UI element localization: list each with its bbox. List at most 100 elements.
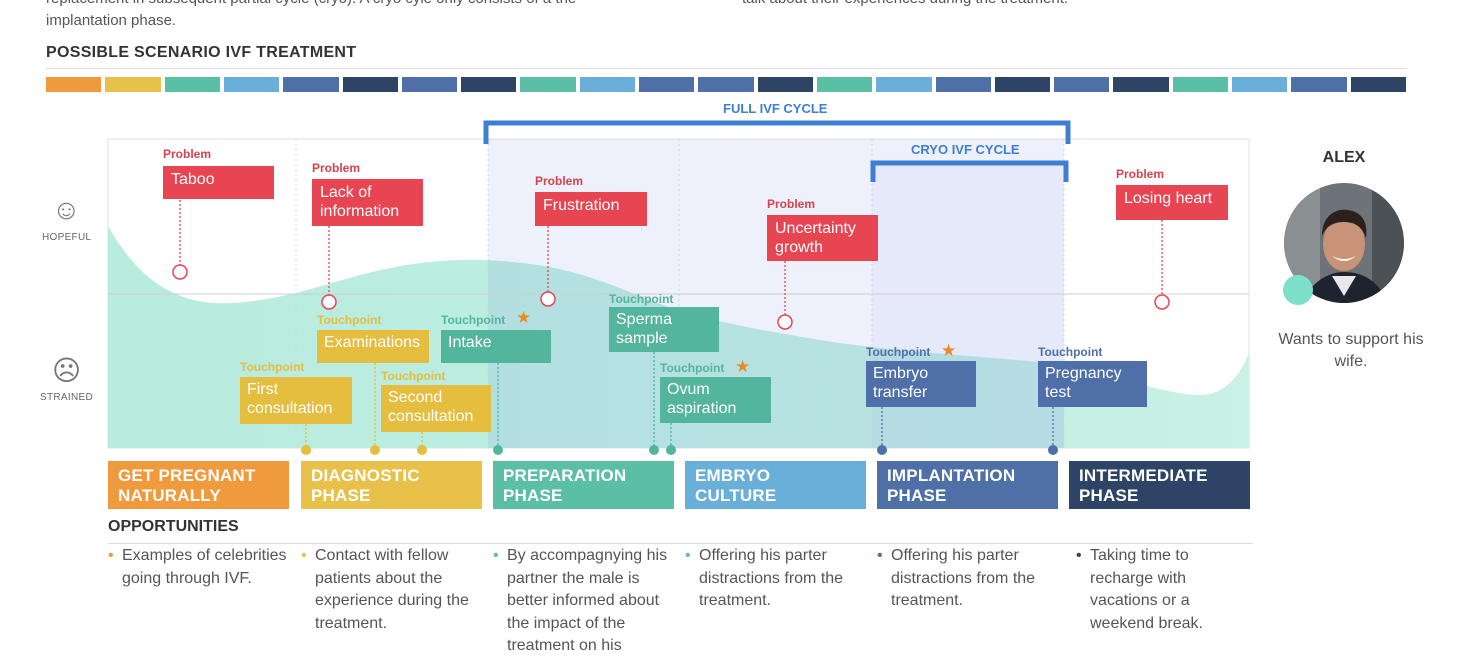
problem-lack-of-information: Lack of information — [312, 179, 423, 226]
persona-name: ALEX — [1322, 149, 1366, 166]
stripe-segment — [1172, 77, 1229, 92]
touchpoint-first-consultation: First consultation — [240, 377, 352, 424]
touchpoint-text: consultation — [388, 408, 474, 425]
touchpoint-label: Touchpoint — [441, 313, 506, 327]
full-cycle-bracket — [483, 120, 1071, 144]
touchpoint-text: Pregnancy — [1045, 365, 1122, 382]
touchpoint-point — [649, 445, 659, 455]
touchpoint-second-consultation: Second consultation — [381, 385, 491, 432]
stripe-segment — [1054, 77, 1110, 92]
problem-label: Problem — [767, 197, 816, 211]
bullet-icon: • — [1076, 547, 1082, 564]
touchpoint-embryo-transfer: Embryo transfer — [866, 361, 976, 407]
problem-taboo: Taboo — [163, 166, 274, 199]
stripe-segment — [935, 77, 991, 92]
star-icon: ★ — [941, 341, 957, 360]
stripe-segment — [520, 77, 576, 92]
touchpoint-text: consultation — [247, 400, 333, 417]
problem-label: Problem — [163, 147, 212, 161]
hopeful-label: HOPEFUL — [42, 232, 92, 243]
phase-get-pregnant-naturally: GET PREGNANT NATURALLY — [108, 461, 289, 509]
phase-label: PHASE — [503, 486, 563, 505]
stripe-segment — [1232, 77, 1288, 92]
phase-label: EMBRYO — [695, 466, 771, 485]
touchpoint-label: Touchpoint — [317, 313, 382, 327]
opportunities-divider — [108, 543, 1253, 544]
touchpoint-point — [370, 445, 380, 455]
problem-text: Lack of — [320, 184, 372, 201]
opportunities-title: OPPORTUNITIES — [108, 518, 239, 535]
problem-text: Taboo — [171, 171, 215, 188]
problem-point — [321, 294, 337, 310]
stripe-segment — [698, 77, 754, 92]
problem-point — [540, 291, 556, 307]
stripe-segment — [461, 77, 517, 92]
scenario-title: POSSIBLE SCENARIO IVF TREATMENT — [46, 44, 357, 61]
touchpoint-label: Touchpoint — [1038, 345, 1103, 359]
persona-description: Wants to support his wife. — [1278, 331, 1424, 370]
phase-embryo-culture: EMBRYO CULTURE — [685, 461, 866, 509]
touchpoint-text: Sperma — [616, 311, 673, 328]
phase-label: PHASE — [887, 486, 947, 505]
phase-label: PHASE — [1079, 486, 1139, 505]
intro-left-line1: replacement in subsequent partial cycle … — [46, 0, 686, 10]
phase-intermediate: INTERMEDIATE PHASE — [1069, 461, 1250, 509]
stripe-segment — [46, 77, 102, 92]
stripe-segment — [876, 77, 932, 92]
intro-left-line2: implantation phase. — [46, 12, 177, 29]
phase-label: PREPARATION — [503, 466, 627, 485]
touchpoint-text: sample — [616, 330, 668, 347]
strained-label: STRAINED — [40, 392, 93, 403]
touchpoint-label: Touchpoint — [609, 292, 674, 306]
intro-text-left: replacement in subsequent partial cycle … — [46, 0, 686, 32]
phase-preparation: PREPARATION PHASE — [493, 461, 674, 509]
touchpoint-examinations: Examinations — [317, 330, 429, 363]
touchpoint-point — [417, 445, 427, 455]
touchpoint-intake: Intake — [441, 330, 551, 363]
phase-label: PHASE — [311, 486, 371, 505]
touchpoint-label: Touchpoint — [240, 360, 305, 374]
touchpoint-text: Intake — [448, 334, 492, 351]
stripe-segment — [105, 77, 161, 92]
sad-face-icon: ☹ — [52, 355, 82, 386]
stripe-segment — [283, 77, 339, 92]
stripe-segment — [223, 77, 280, 92]
stripe-segment — [994, 77, 1051, 92]
problem-point — [777, 314, 793, 330]
opportunity-text: Taking time to recharge with vacations o… — [1090, 547, 1203, 632]
phase-label: CULTURE — [695, 486, 777, 505]
opportunity-text: Offering his parter distractions from th… — [699, 547, 844, 609]
star-icon: ★ — [516, 308, 532, 327]
problem-point — [1154, 294, 1170, 310]
phase-label: NATURALLY — [118, 486, 221, 505]
opportunity-item: • Offering his parter distractions from … — [877, 545, 1057, 613]
cryo-cycle-bracket — [870, 160, 1069, 182]
opportunity-item: • By accompagnying his partner the male … — [493, 545, 673, 657]
touchpoint-text: Examinations — [324, 334, 421, 351]
phase-label: GET PREGNANT — [118, 466, 256, 485]
cryo-cycle-label: CRYO IVF CYCLE — [911, 142, 1020, 157]
stripe-segment — [1350, 77, 1406, 92]
problem-text: Losing heart — [1124, 190, 1213, 207]
touchpoint-point — [666, 445, 676, 455]
opportunity-item: • Contact with fellow patients about the… — [301, 545, 481, 635]
persona-avatar — [1283, 183, 1404, 305]
stripe-segment — [579, 77, 636, 92]
opportunity-text: Contact with fellow patients about the e… — [315, 547, 469, 632]
touchpoint-point — [1048, 445, 1058, 455]
star-icon: ★ — [735, 357, 751, 376]
touchpoint-text: First — [247, 381, 279, 398]
opportunity-text: Examples of celebrities going through IV… — [122, 547, 287, 587]
phase-diagnostic: DIAGNOSTIC PHASE — [301, 461, 482, 509]
touchpoint-text: Second — [388, 389, 443, 406]
touchpoint-pregnancy-test: Pregnancy test — [1038, 361, 1147, 407]
title-divider — [46, 68, 1406, 69]
opportunity-text: Offering his parter distractions from th… — [891, 547, 1036, 609]
bullet-icon: • — [685, 547, 691, 564]
problem-losing-heart: Losing heart — [1116, 185, 1228, 220]
bullet-icon: • — [108, 547, 114, 564]
full-cycle-label: FULL IVF CYCLE — [723, 101, 828, 116]
touchpoint-text: aspiration — [667, 400, 737, 417]
stripe-segment — [1291, 77, 1347, 92]
problem-frustration: Frustration — [535, 192, 647, 226]
